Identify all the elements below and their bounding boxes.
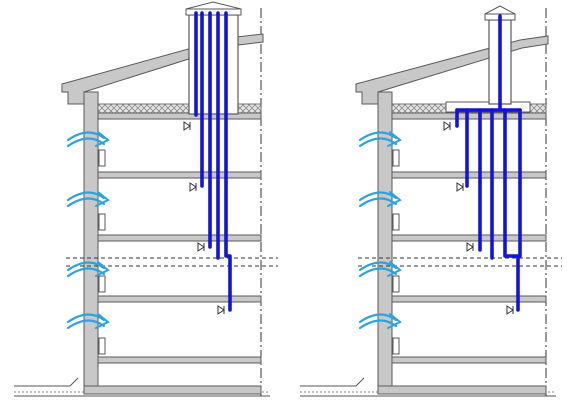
vent-valve-icon	[466, 242, 474, 252]
airflow-arrow-icon	[66, 131, 110, 148]
vent-valve-icon	[197, 242, 205, 252]
exterior-wall	[83, 91, 99, 393]
airflow-arrows	[66, 131, 110, 330]
chimney-cap-icon	[185, 1, 242, 16]
panel-individual-ducts	[14, 1, 278, 398]
vent-valve-icon	[217, 305, 225, 315]
vent-valve-icon	[189, 182, 197, 192]
collector-box	[445, 101, 531, 113]
airflow-arrow-icon	[66, 191, 110, 208]
collector-ducts	[455, 14, 522, 312]
exterior-wall	[377, 91, 393, 393]
vent-valve-icon	[456, 182, 464, 192]
panel-collector-duct	[300, 5, 562, 398]
vent-valve-icons	[183, 121, 225, 315]
vent-valve-icon	[506, 305, 514, 315]
vent-valve-icons	[443, 121, 514, 315]
airflow-arrow-icon	[358, 261, 402, 278]
vent-valve-icon	[443, 121, 451, 131]
floor-slabs	[83, 112, 262, 395]
individual-ducts	[194, 11, 232, 312]
floor-slabs	[377, 112, 547, 395]
airflow-arrow-icon	[66, 313, 110, 330]
airflow-arrow-icon	[358, 191, 402, 208]
windows	[392, 149, 400, 355]
airflow-arrow-icon	[358, 131, 402, 148]
section-break-line	[358, 257, 562, 267]
vent-valve-icon	[183, 121, 191, 131]
airflow-arrows	[358, 131, 402, 330]
duct-floor-0	[503, 108, 520, 312]
airflow-arrow-icon	[66, 261, 110, 278]
duct-floor-0	[224, 11, 232, 312]
windows	[98, 149, 106, 355]
airflow-arrow-icon	[358, 313, 402, 330]
